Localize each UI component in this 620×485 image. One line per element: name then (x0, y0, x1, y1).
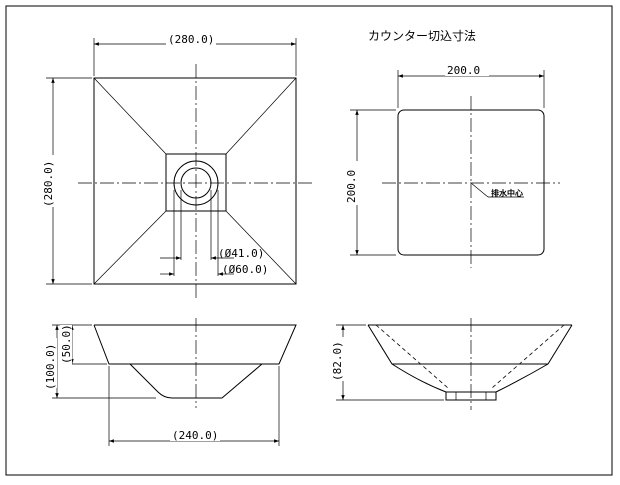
side-depth-total-dimension: (100.0) (44, 344, 57, 390)
side-depth-upper-dimension: (50.0) (60, 324, 73, 364)
top-width-dimension: (280.0) (168, 33, 214, 46)
section-hidden-lines (375, 324, 565, 389)
cutout-view: 200.0 200.0 排水中心 (345, 64, 560, 268)
drawing-title: カウンター切込寸法 (368, 29, 476, 43)
side-bottom-width-dimension: (240.0) (172, 429, 218, 442)
section-view: (82.0) (331, 318, 573, 410)
cut-width-dimension: 200.0 (447, 64, 480, 77)
hole-inner-dimension: (Ø41.0) (218, 247, 264, 260)
drawing-frame (5, 5, 613, 476)
top-view: (Ø41.0) (Ø60.0) (280.0) (280.0) (42, 33, 312, 298)
side-view: (100.0) (50.0) (240.0) (44, 318, 297, 446)
section-depth-dimension: (82.0) (331, 341, 344, 381)
cut-height-dimension: 200.0 (345, 170, 358, 203)
drain-center-note: 排水中心 (491, 188, 523, 198)
hole-outer-dimension: (Ø60.0) (222, 263, 268, 276)
side-view-bowl (129, 363, 263, 399)
section-outer-profile (367, 324, 573, 393)
top-view-outline (93, 77, 297, 285)
top-height-dimension: (280.0) (42, 161, 55, 207)
